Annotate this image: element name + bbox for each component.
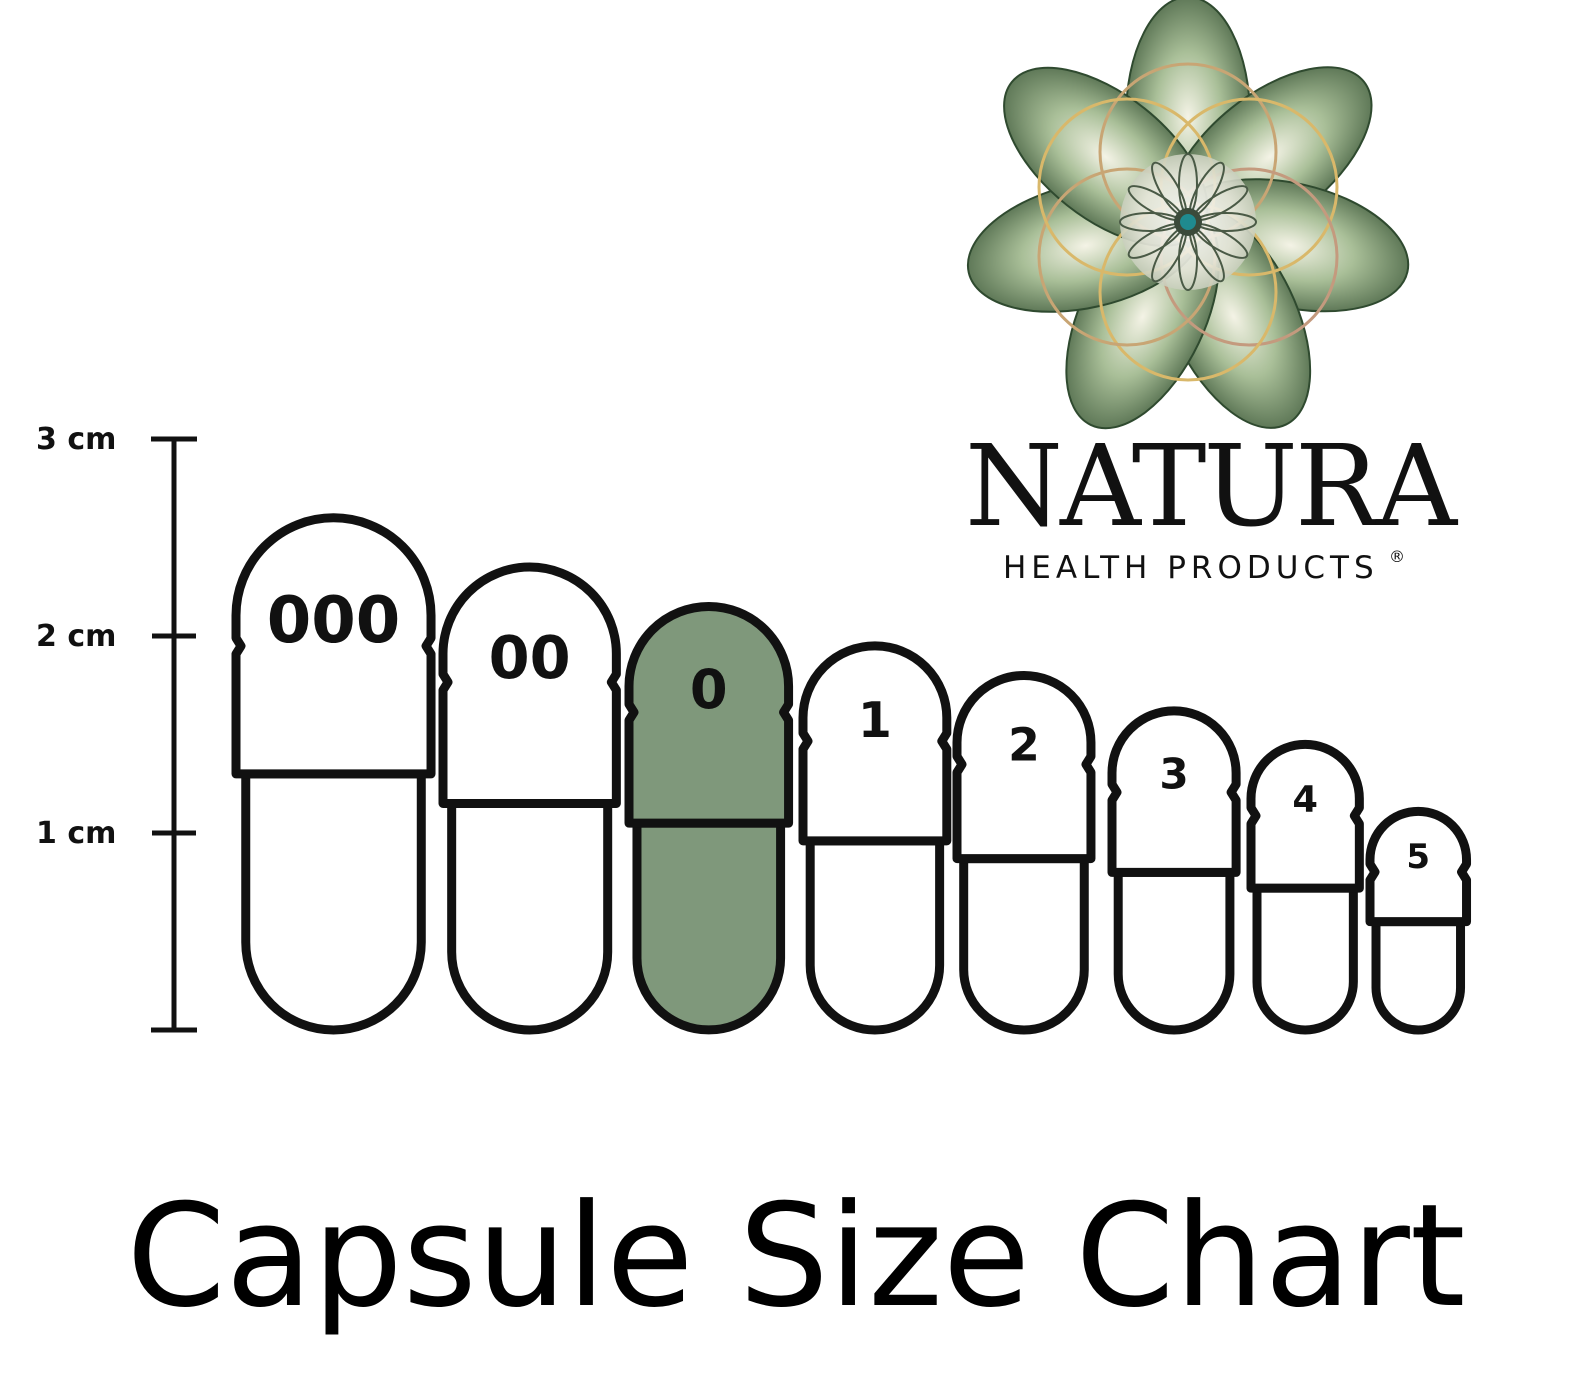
capsule-body [959, 854, 1089, 1035]
brand-subtitle: HEALTH PRODUCTS [1003, 550, 1379, 586]
capsule-body [1371, 917, 1466, 1035]
capsule-size-label: 1 [858, 692, 892, 749]
scale-tick-label: 1 cm [36, 816, 116, 851]
page-title: Capsule Size Chart [126, 1174, 1465, 1339]
registered-mark: ® [1389, 547, 1405, 566]
capsule-body [1113, 867, 1235, 1034]
scale-tick-label: 3 cm [36, 422, 116, 457]
capsule-size-label: 000 [267, 584, 401, 658]
capsule-body [447, 798, 613, 1035]
capsule-cap [1107, 706, 1241, 877]
capsule-cap [231, 513, 436, 779]
capsule-size-1: 1 [798, 641, 952, 1035]
capsule-size-00: 00 [438, 562, 621, 1035]
capsule-cap [1246, 739, 1364, 893]
capsule-cap [798, 641, 952, 846]
logo-mandala-center [1119, 153, 1257, 291]
capsule-size-2: 2 [952, 670, 1096, 1035]
capsule-size-label: 5 [1406, 837, 1430, 877]
capsule-cap [1365, 806, 1472, 927]
capsule-cap [952, 670, 1096, 864]
capsule-size-5: 5 [1365, 806, 1472, 1035]
capsule-body [632, 818, 786, 1035]
capsule-size-label: 2 [1008, 718, 1040, 771]
capsule-body [241, 769, 426, 1035]
scale-bar: 3 cm 2 cm 1 cm [36, 422, 197, 1033]
brand-name: NATURA [965, 422, 1458, 552]
capsule-size-label: 00 [489, 623, 571, 692]
capsule-cap [438, 562, 621, 808]
capsule-size-3: 3 [1107, 706, 1241, 1034]
capsule-size-4: 4 [1246, 739, 1364, 1035]
scale-tick-label: 2 cm [36, 619, 116, 654]
capsule-size-label: 0 [690, 658, 728, 721]
capsule-size-label: 3 [1159, 749, 1188, 798]
capsule-size-label: 4 [1292, 778, 1318, 821]
capsule-size-000: 000 [231, 513, 436, 1035]
capsule-size-0: 0 [624, 601, 794, 1035]
flower-of-life-lotus-logo [966, 0, 1410, 430]
capsule-body [1252, 883, 1358, 1035]
capsule-cap [624, 601, 794, 828]
capsule-body [805, 836, 945, 1035]
